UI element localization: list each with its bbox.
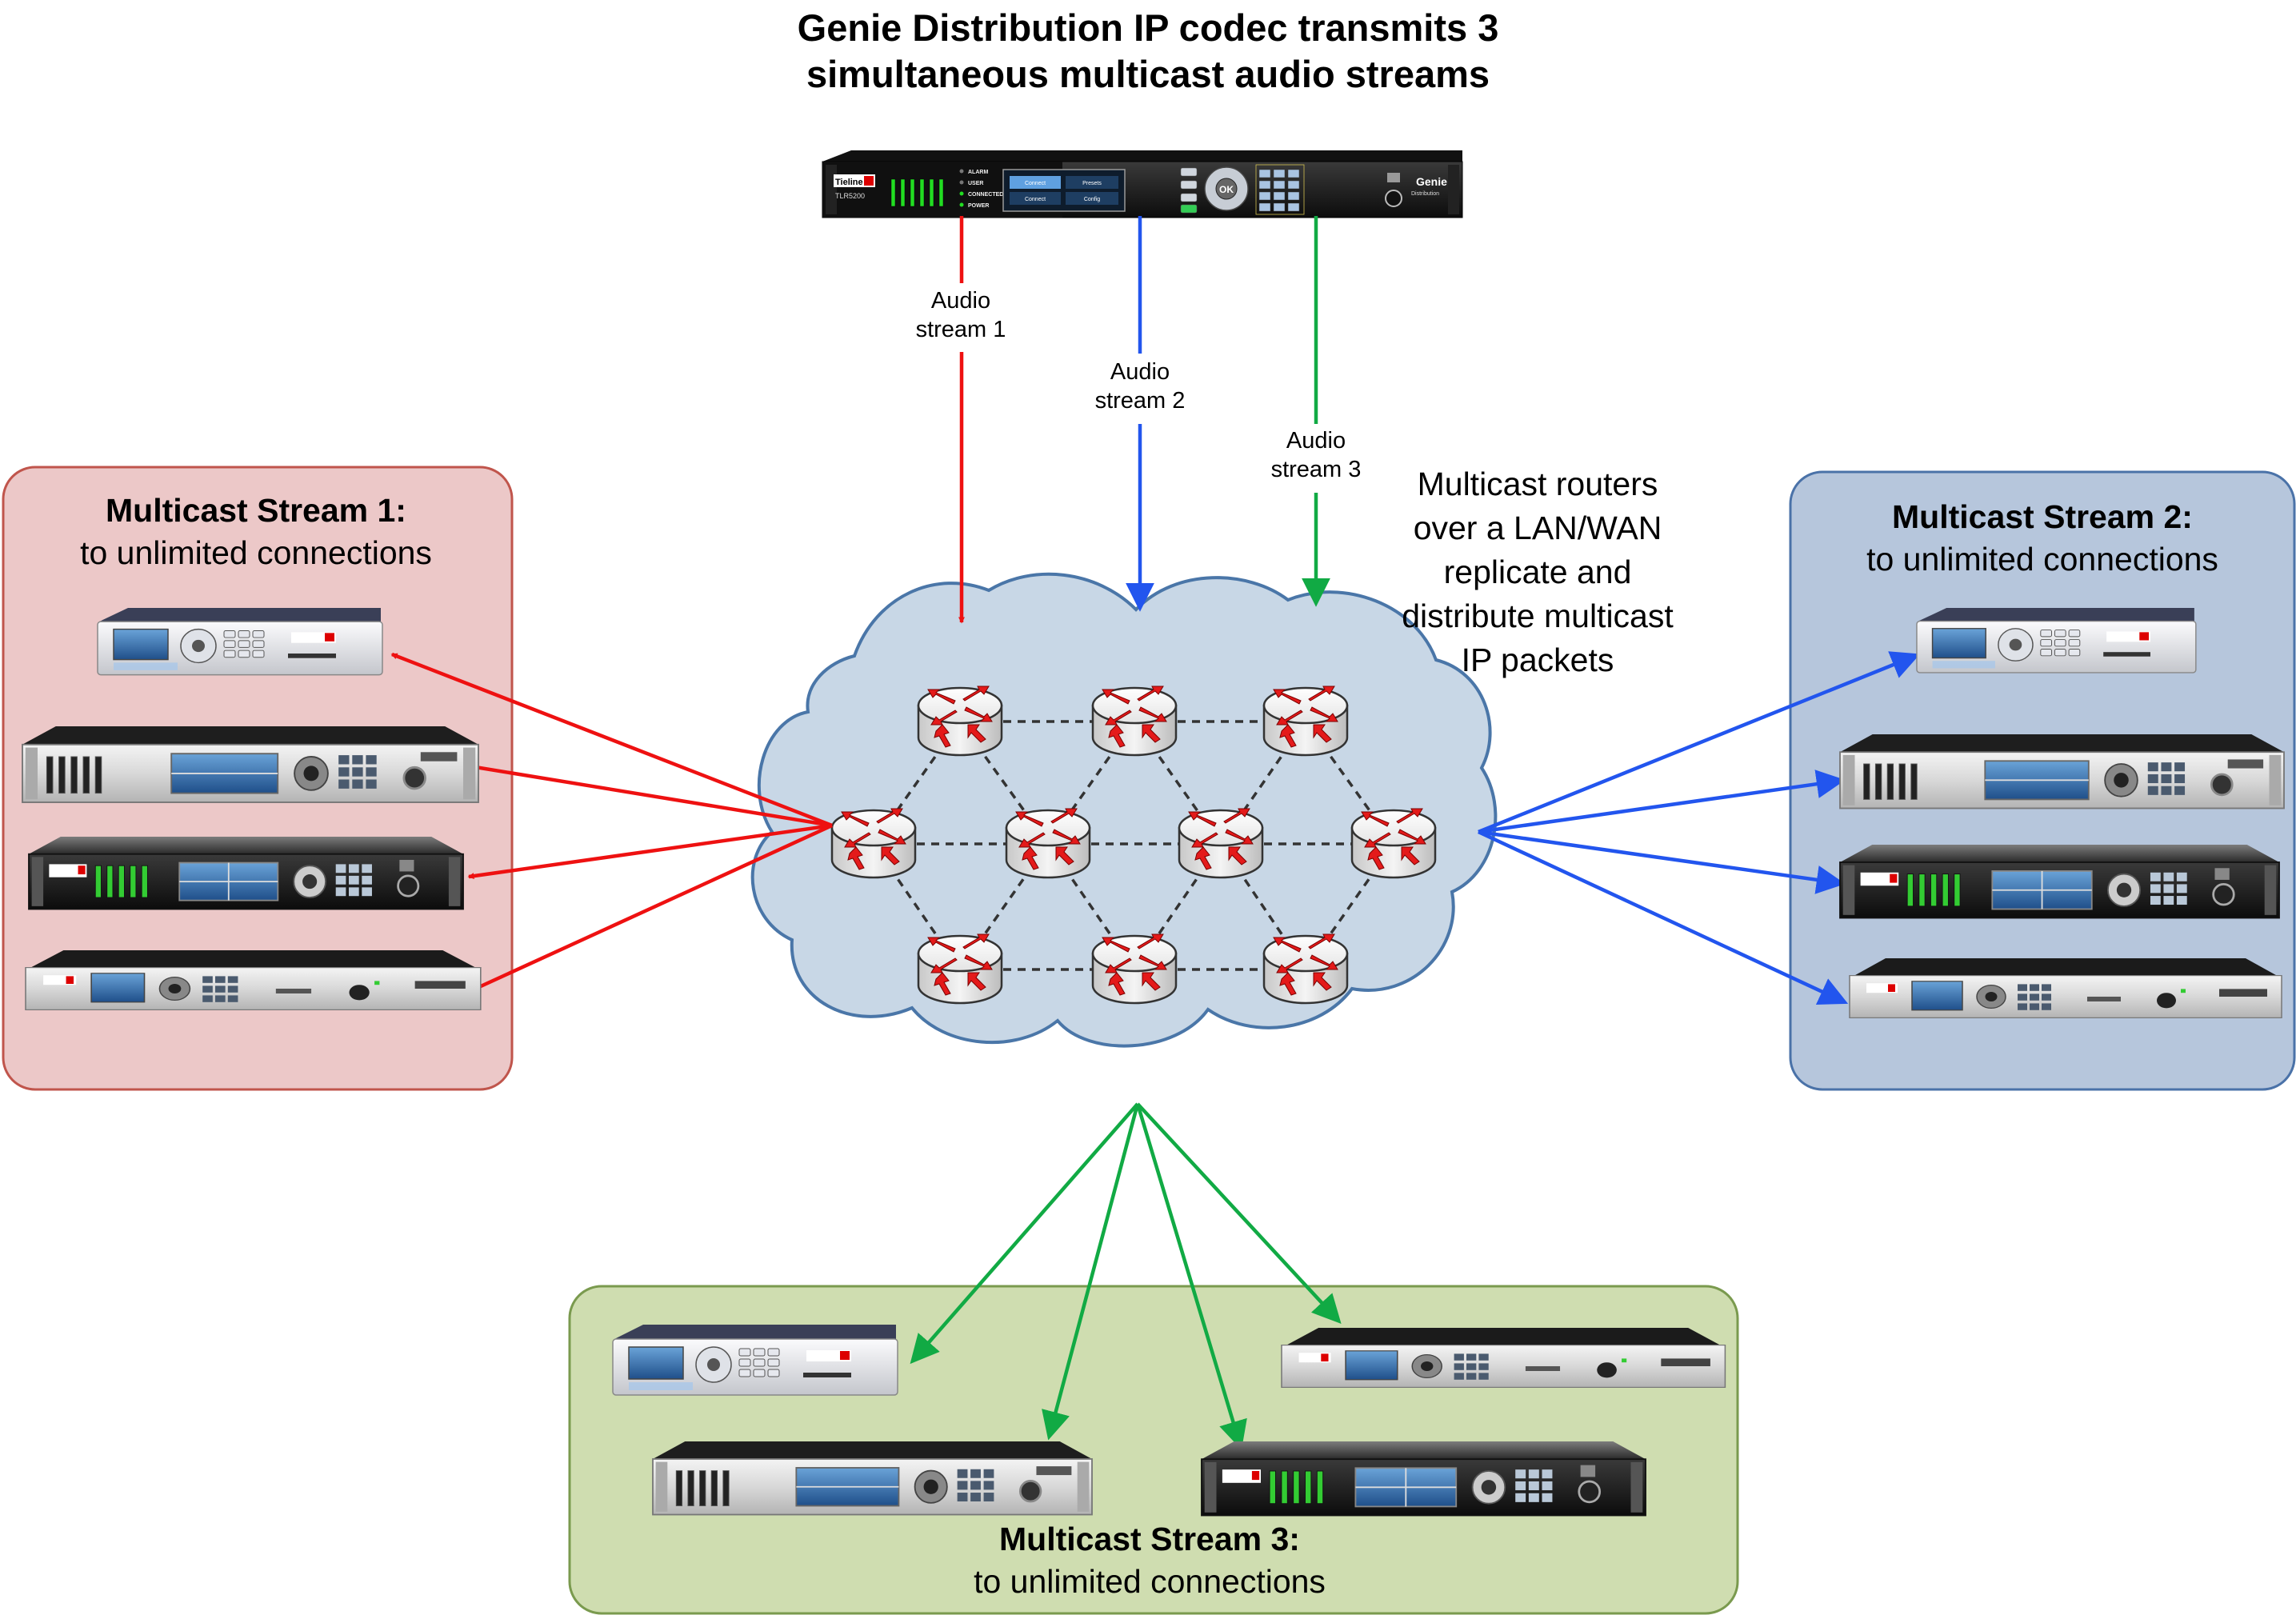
network-note: Multicast routers over a LAN/WAN replica… — [1354, 462, 1722, 682]
stream-2-fanout-arrow — [1478, 770, 1846, 834]
panel-2-subtitle: to unlimited connections — [1866, 541, 2218, 578]
stream-1-label-line-2: stream 1 — [915, 317, 1006, 342]
stream-3-fanout-arrow — [1135, 1103, 1247, 1450]
ok-button-label: OK — [1219, 184, 1234, 195]
stream-2-fanout-arrow — [1478, 829, 1849, 1005]
merlin-codec — [21, 725, 480, 804]
stream-2-fanout-arrow — [1478, 829, 1846, 894]
bridge-it-codec — [612, 1324, 898, 1396]
stream-1-fanout-arrow — [467, 823, 833, 880]
router-icon — [1005, 807, 1091, 879]
router-icon — [830, 807, 917, 879]
router-icon — [917, 685, 1003, 757]
router-icon — [1091, 933, 1178, 1005]
stream-1-label-line-1: Audio — [930, 288, 991, 314]
source-product-label: Genie — [1416, 175, 1447, 188]
merlin-codec — [651, 1440, 1094, 1516]
router-icon — [1262, 685, 1349, 757]
stream-2-label-line-1: Audio — [1110, 359, 1170, 385]
stream-1-fanout-arrow — [469, 764, 833, 828]
network-note-line-3: replicate and — [1443, 554, 1632, 590]
genie-codec — [27, 835, 465, 910]
panel-1-subtitle: to unlimited connections — [80, 534, 432, 571]
merlin-codec — [1838, 733, 2286, 809]
led-connected-label: CONNECTED — [968, 192, 1003, 198]
stream-1-label: Audio stream 1 — [885, 286, 1037, 344]
router-icon — [917, 933, 1003, 1005]
panel-3-heading: Multicast Stream 3: to unlimited connect… — [906, 1518, 1394, 1603]
stream-3-fanout-arrow — [1042, 1103, 1140, 1441]
led-power-label: POWER — [968, 203, 989, 209]
bridge-it-xtra-codec — [1849, 957, 2282, 1019]
page-title-line-1: Genie Distribution IP codec transmits 3 — [797, 6, 1499, 49]
screen-connect-label-2: Connect — [1025, 197, 1046, 202]
network-note-line-5: IP packets — [1461, 642, 1614, 678]
bridge-it-codec — [1916, 607, 2197, 674]
source-model-label: TLR5200 — [835, 192, 865, 200]
source-brand-label: Tieline — [835, 178, 863, 187]
stream-3-label-line-2: stream 3 — [1270, 457, 1362, 482]
stream-3-label-line-1: Audio — [1286, 428, 1346, 454]
stream-3-fanout-arrow — [1136, 1102, 1342, 1324]
router-icon — [1350, 807, 1437, 879]
stream-2-fanout-arrow — [1478, 651, 1921, 834]
genie-distribution-codec: Tieline TLR5200 ALARM USER CONNECTED POW… — [822, 150, 1463, 218]
screen-presets-label: Presets — [1082, 181, 1102, 186]
network-note-line-2: over a LAN/WAN — [1413, 510, 1662, 546]
panel-1-title: Multicast Stream 1: — [106, 492, 406, 529]
stream-1-fanout-arrow — [470, 823, 833, 993]
stream-3-label: Audio stream 3 — [1240, 426, 1392, 484]
page-title: Genie Distribution IP codec transmits 3 … — [588, 5, 1708, 98]
panel-3-title: Multicast Stream 3: — [999, 1521, 1300, 1557]
panel-2-heading: Multicast Stream 2: to unlimited connect… — [1800, 496, 2285, 581]
bridge-it-xtra-codec — [1281, 1327, 1726, 1389]
router-icon — [1091, 685, 1178, 757]
network-note-line-1: Multicast routers — [1417, 466, 1658, 502]
network-note-line-4: distribute multicast — [1402, 598, 1674, 634]
genie-codec — [1838, 843, 2281, 919]
stream-2-label: Audio stream 2 — [1064, 358, 1216, 415]
genie-codec — [1200, 1440, 1647, 1517]
panel-1-heading: Multicast Stream 1: to unlimited connect… — [16, 490, 496, 574]
router-icon — [1262, 933, 1349, 1005]
bridge-it-xtra-codec — [25, 949, 482, 1011]
panel-3-subtitle: to unlimited connections — [974, 1563, 1326, 1600]
bridge-it-codec — [97, 607, 383, 676]
stream-3-fanout-arrow — [910, 1102, 1139, 1365]
source-product-sub-label: Distribution — [1411, 191, 1439, 197]
page-title-line-2: simultaneous multicast audio streams — [806, 53, 1490, 95]
screen-config-label: Config — [1084, 197, 1100, 202]
panel-2-title: Multicast Stream 2: — [1892, 498, 2193, 535]
led-alarm-label: ALARM — [968, 170, 988, 175]
stream-2-label-line-2: stream 2 — [1094, 388, 1186, 414]
screen-connect-label: Connect — [1025, 181, 1046, 186]
stream-1-fanout-arrow — [390, 652, 833, 828]
led-user-label: USER — [968, 181, 983, 186]
router-icon — [1178, 807, 1264, 879]
